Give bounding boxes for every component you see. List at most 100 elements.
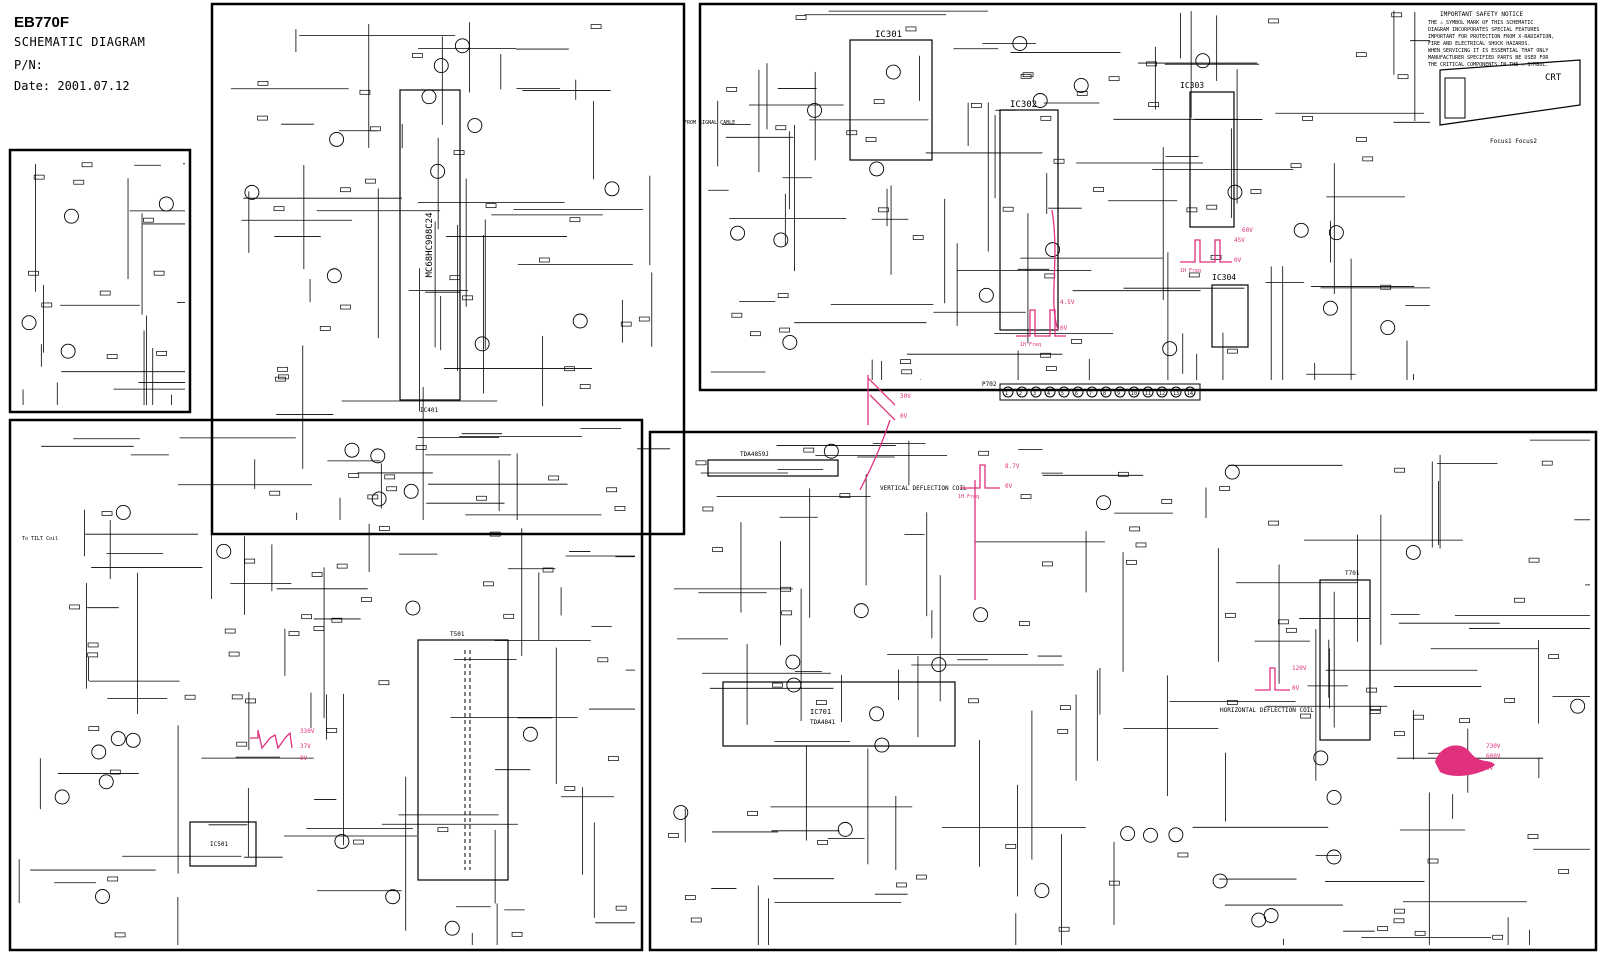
resistor <box>311 572 323 577</box>
resistor <box>41 302 53 308</box>
resistor <box>873 99 885 105</box>
connector-pin-label: 11 <box>1145 391 1151 397</box>
transistor <box>1313 750 1329 766</box>
resistor <box>365 178 376 184</box>
waveform-w7 <box>250 729 293 750</box>
resistor <box>462 295 473 301</box>
resistor <box>695 460 707 466</box>
resistor <box>87 642 99 648</box>
resistor <box>415 445 427 450</box>
transistor <box>385 889 401 905</box>
resistor <box>731 312 743 318</box>
resistor <box>1558 869 1570 874</box>
resistor <box>143 217 154 223</box>
connector-pin <box>1058 386 1070 398</box>
model-number: EB770F <box>14 14 70 31</box>
resistor <box>1514 597 1525 603</box>
resistor <box>336 563 348 569</box>
waveforms <box>250 209 1290 750</box>
waveform-probe-1 <box>1051 209 1059 331</box>
resistor <box>1188 272 1200 278</box>
resistor <box>313 626 325 631</box>
connector-pin <box>1072 386 1084 398</box>
transistor <box>773 232 789 248</box>
ic304-osd: IC304 <box>1211 273 1249 348</box>
ic301-video-amp: IC301 <box>849 30 933 161</box>
transistor <box>21 315 37 331</box>
resistor <box>340 304 351 310</box>
safety-notice: IMPORTANT SAFETY NOTICE THE ⚠ SYMBOL MAR… <box>1428 11 1554 68</box>
transistor <box>216 543 232 559</box>
resistor <box>795 15 807 20</box>
resistor <box>1362 156 1374 162</box>
resistor <box>1177 852 1189 858</box>
transistor <box>1032 93 1048 108</box>
resistor <box>781 610 793 616</box>
resistor <box>384 474 396 480</box>
connector-pin-label: 2 <box>1019 391 1022 397</box>
resistor <box>780 586 792 592</box>
resistor <box>620 321 632 327</box>
transistor <box>823 443 839 459</box>
w4-note: 1H Freq <box>958 494 979 500</box>
resistor <box>359 89 371 95</box>
transistor <box>403 483 419 499</box>
waveform-w4 <box>960 464 1000 489</box>
resistor <box>257 80 269 86</box>
transistor <box>1380 320 1396 336</box>
transistor <box>1120 826 1136 842</box>
resistor <box>775 125 787 131</box>
frame-power-board <box>8 418 644 952</box>
resistor <box>538 257 550 263</box>
connector-pin <box>1016 386 1028 398</box>
w5-lo: 0V <box>900 413 908 420</box>
connector-pin-label: 13 <box>1173 391 1179 397</box>
resistor <box>1541 460 1553 466</box>
resistor <box>1286 627 1297 633</box>
transistor <box>572 313 588 329</box>
transistor <box>158 196 174 212</box>
resistor <box>278 374 289 380</box>
resistor <box>348 473 360 478</box>
resistor <box>483 581 494 587</box>
connector-pin-label: 12 <box>1159 391 1165 397</box>
resistor <box>1393 918 1405 924</box>
resistor <box>244 558 256 564</box>
resistor <box>772 682 783 688</box>
resistor <box>1250 189 1262 194</box>
resistor <box>1146 61 1157 67</box>
resistor <box>81 162 93 168</box>
safety-notice-line: THE ⚠ SYMBOL MARK OF THIS SCHEMATIC <box>1428 20 1533 26</box>
resistor <box>114 932 126 938</box>
transistor <box>1212 873 1228 889</box>
resistor <box>1394 731 1405 737</box>
ic303-driver: IC303 <box>1180 81 1235 228</box>
resistor <box>1040 352 1051 358</box>
resistor <box>1129 526 1141 532</box>
transistor <box>1227 184 1243 200</box>
resistor <box>231 694 243 700</box>
transistor <box>421 89 437 105</box>
resistor <box>245 698 256 704</box>
resistor <box>978 450 990 456</box>
connector-pin-label: 6 <box>1075 391 1078 397</box>
transistor <box>869 161 885 177</box>
resistor <box>1148 102 1160 107</box>
transistor <box>1034 883 1050 899</box>
resistor <box>1045 366 1057 371</box>
transistor <box>604 181 620 197</box>
components <box>21 12 1586 940</box>
waveform-w5 <box>867 375 896 425</box>
resistor <box>1394 467 1406 473</box>
transistor <box>1073 78 1089 93</box>
resistor <box>326 728 338 733</box>
resistor <box>726 87 738 92</box>
resistor <box>1394 908 1405 914</box>
resistor <box>597 657 609 663</box>
w5-hi: 30V <box>900 393 911 400</box>
transistor <box>115 504 131 520</box>
resistor <box>449 275 461 281</box>
resistor <box>1224 612 1236 618</box>
resistor <box>590 24 602 29</box>
resistor <box>1108 76 1120 82</box>
